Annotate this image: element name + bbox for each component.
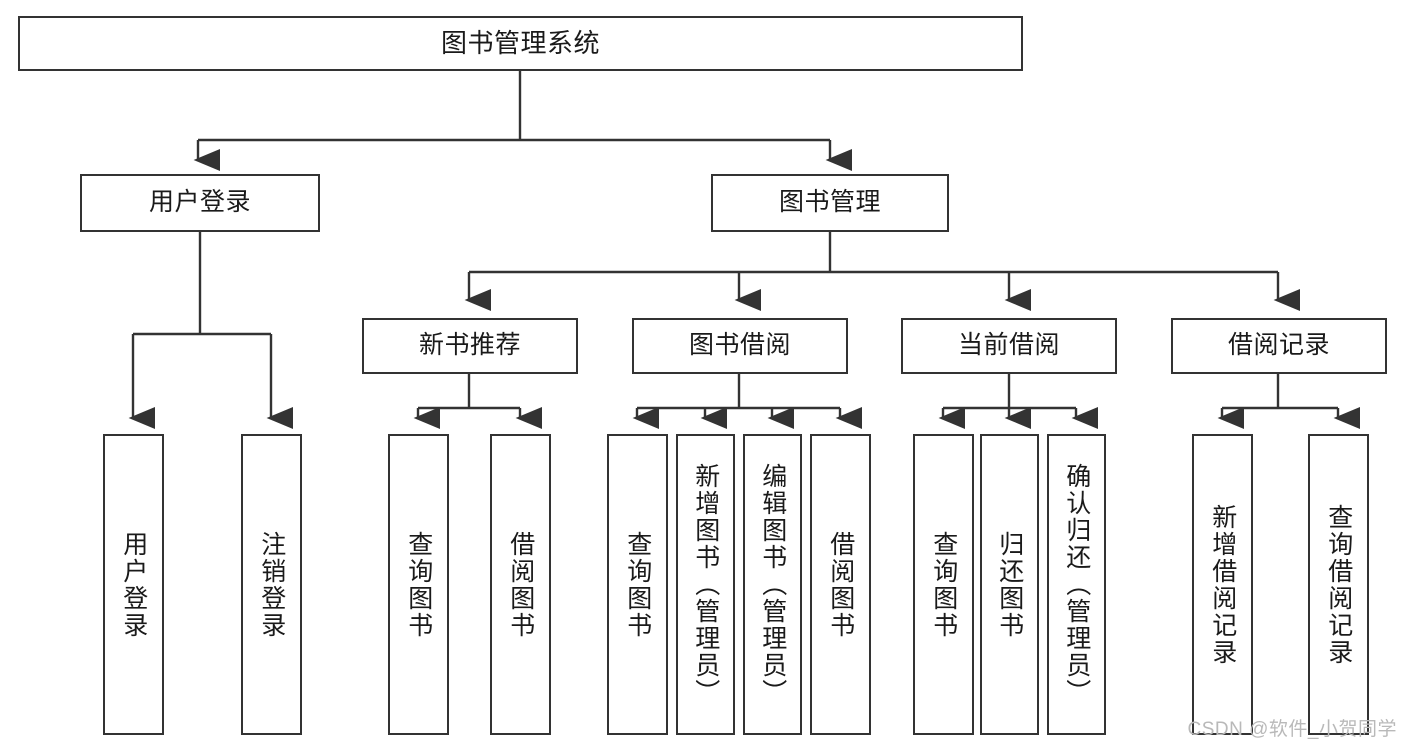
- node-leaf-query-record[interactable]: 查询借阅记录: [1308, 434, 1369, 735]
- node-leaf-confirm-return-label: 确认归还（管理员）: [1062, 463, 1091, 706]
- node-current-borrow-label: 当前借阅: [957, 331, 1060, 360]
- node-book-management-label: 图书管理: [778, 188, 881, 217]
- node-leaf-add-record[interactable]: 新增借阅记录: [1192, 434, 1253, 735]
- node-leaf-query-record-label: 查询借阅记录: [1324, 503, 1353, 666]
- node-leaf-query-book-2-label: 查询图书: [623, 530, 652, 639]
- node-borrow-record[interactable]: 借阅记录: [1171, 318, 1387, 374]
- node-book-borrow-label: 图书借阅: [688, 331, 791, 360]
- node-leaf-query-book-2[interactable]: 查询图书: [607, 434, 668, 735]
- node-new-book-recommend-label: 新书推荐: [418, 331, 521, 360]
- node-book-borrow[interactable]: 图书借阅: [632, 318, 848, 374]
- node-leaf-add-book[interactable]: 新增图书（管理员）: [676, 434, 735, 735]
- node-new-book-recommend[interactable]: 新书推荐: [362, 318, 578, 374]
- node-leaf-borrow-book-1[interactable]: 借阅图书: [490, 434, 551, 735]
- node-leaf-add-book-label: 新增图书（管理员）: [691, 463, 720, 706]
- node-leaf-user-login-label: 用户登录: [119, 530, 148, 639]
- node-leaf-edit-book[interactable]: 编辑图书（管理员）: [743, 434, 802, 735]
- node-root-label: 图书管理系统: [440, 28, 600, 59]
- node-leaf-borrow-book-1-label: 借阅图书: [506, 530, 535, 639]
- node-leaf-confirm-return[interactable]: 确认归还（管理员）: [1047, 434, 1106, 735]
- node-leaf-edit-book-label: 编辑图书（管理员）: [758, 463, 787, 706]
- node-leaf-user-login[interactable]: 用户登录: [103, 434, 164, 735]
- node-user-login-label: 用户登录: [148, 188, 251, 217]
- node-leaf-borrow-book-2[interactable]: 借阅图书: [810, 434, 871, 735]
- node-leaf-query-book-1[interactable]: 查询图书: [388, 434, 449, 735]
- node-leaf-query-book-3-label: 查询图书: [929, 530, 958, 639]
- node-leaf-add-record-label: 新增借阅记录: [1208, 503, 1237, 666]
- node-borrow-record-label: 借阅记录: [1227, 331, 1330, 360]
- node-leaf-logout-login[interactable]: 注销登录: [241, 434, 302, 735]
- node-root[interactable]: 图书管理系统: [18, 16, 1023, 71]
- node-current-borrow[interactable]: 当前借阅: [901, 318, 1117, 374]
- node-user-login[interactable]: 用户登录: [80, 174, 320, 232]
- node-leaf-query-book-1-label: 查询图书: [404, 530, 433, 639]
- node-leaf-return-book-label: 归还图书: [995, 530, 1024, 639]
- node-leaf-borrow-book-2-label: 借阅图书: [826, 530, 855, 639]
- node-leaf-return-book[interactable]: 归还图书: [980, 434, 1039, 735]
- node-leaf-query-book-3[interactable]: 查询图书: [913, 434, 974, 735]
- watermark-text: CSDN @软件_小贺同学: [1187, 719, 1397, 740]
- node-book-management[interactable]: 图书管理: [711, 174, 949, 232]
- node-leaf-logout-login-label: 注销登录: [257, 530, 286, 639]
